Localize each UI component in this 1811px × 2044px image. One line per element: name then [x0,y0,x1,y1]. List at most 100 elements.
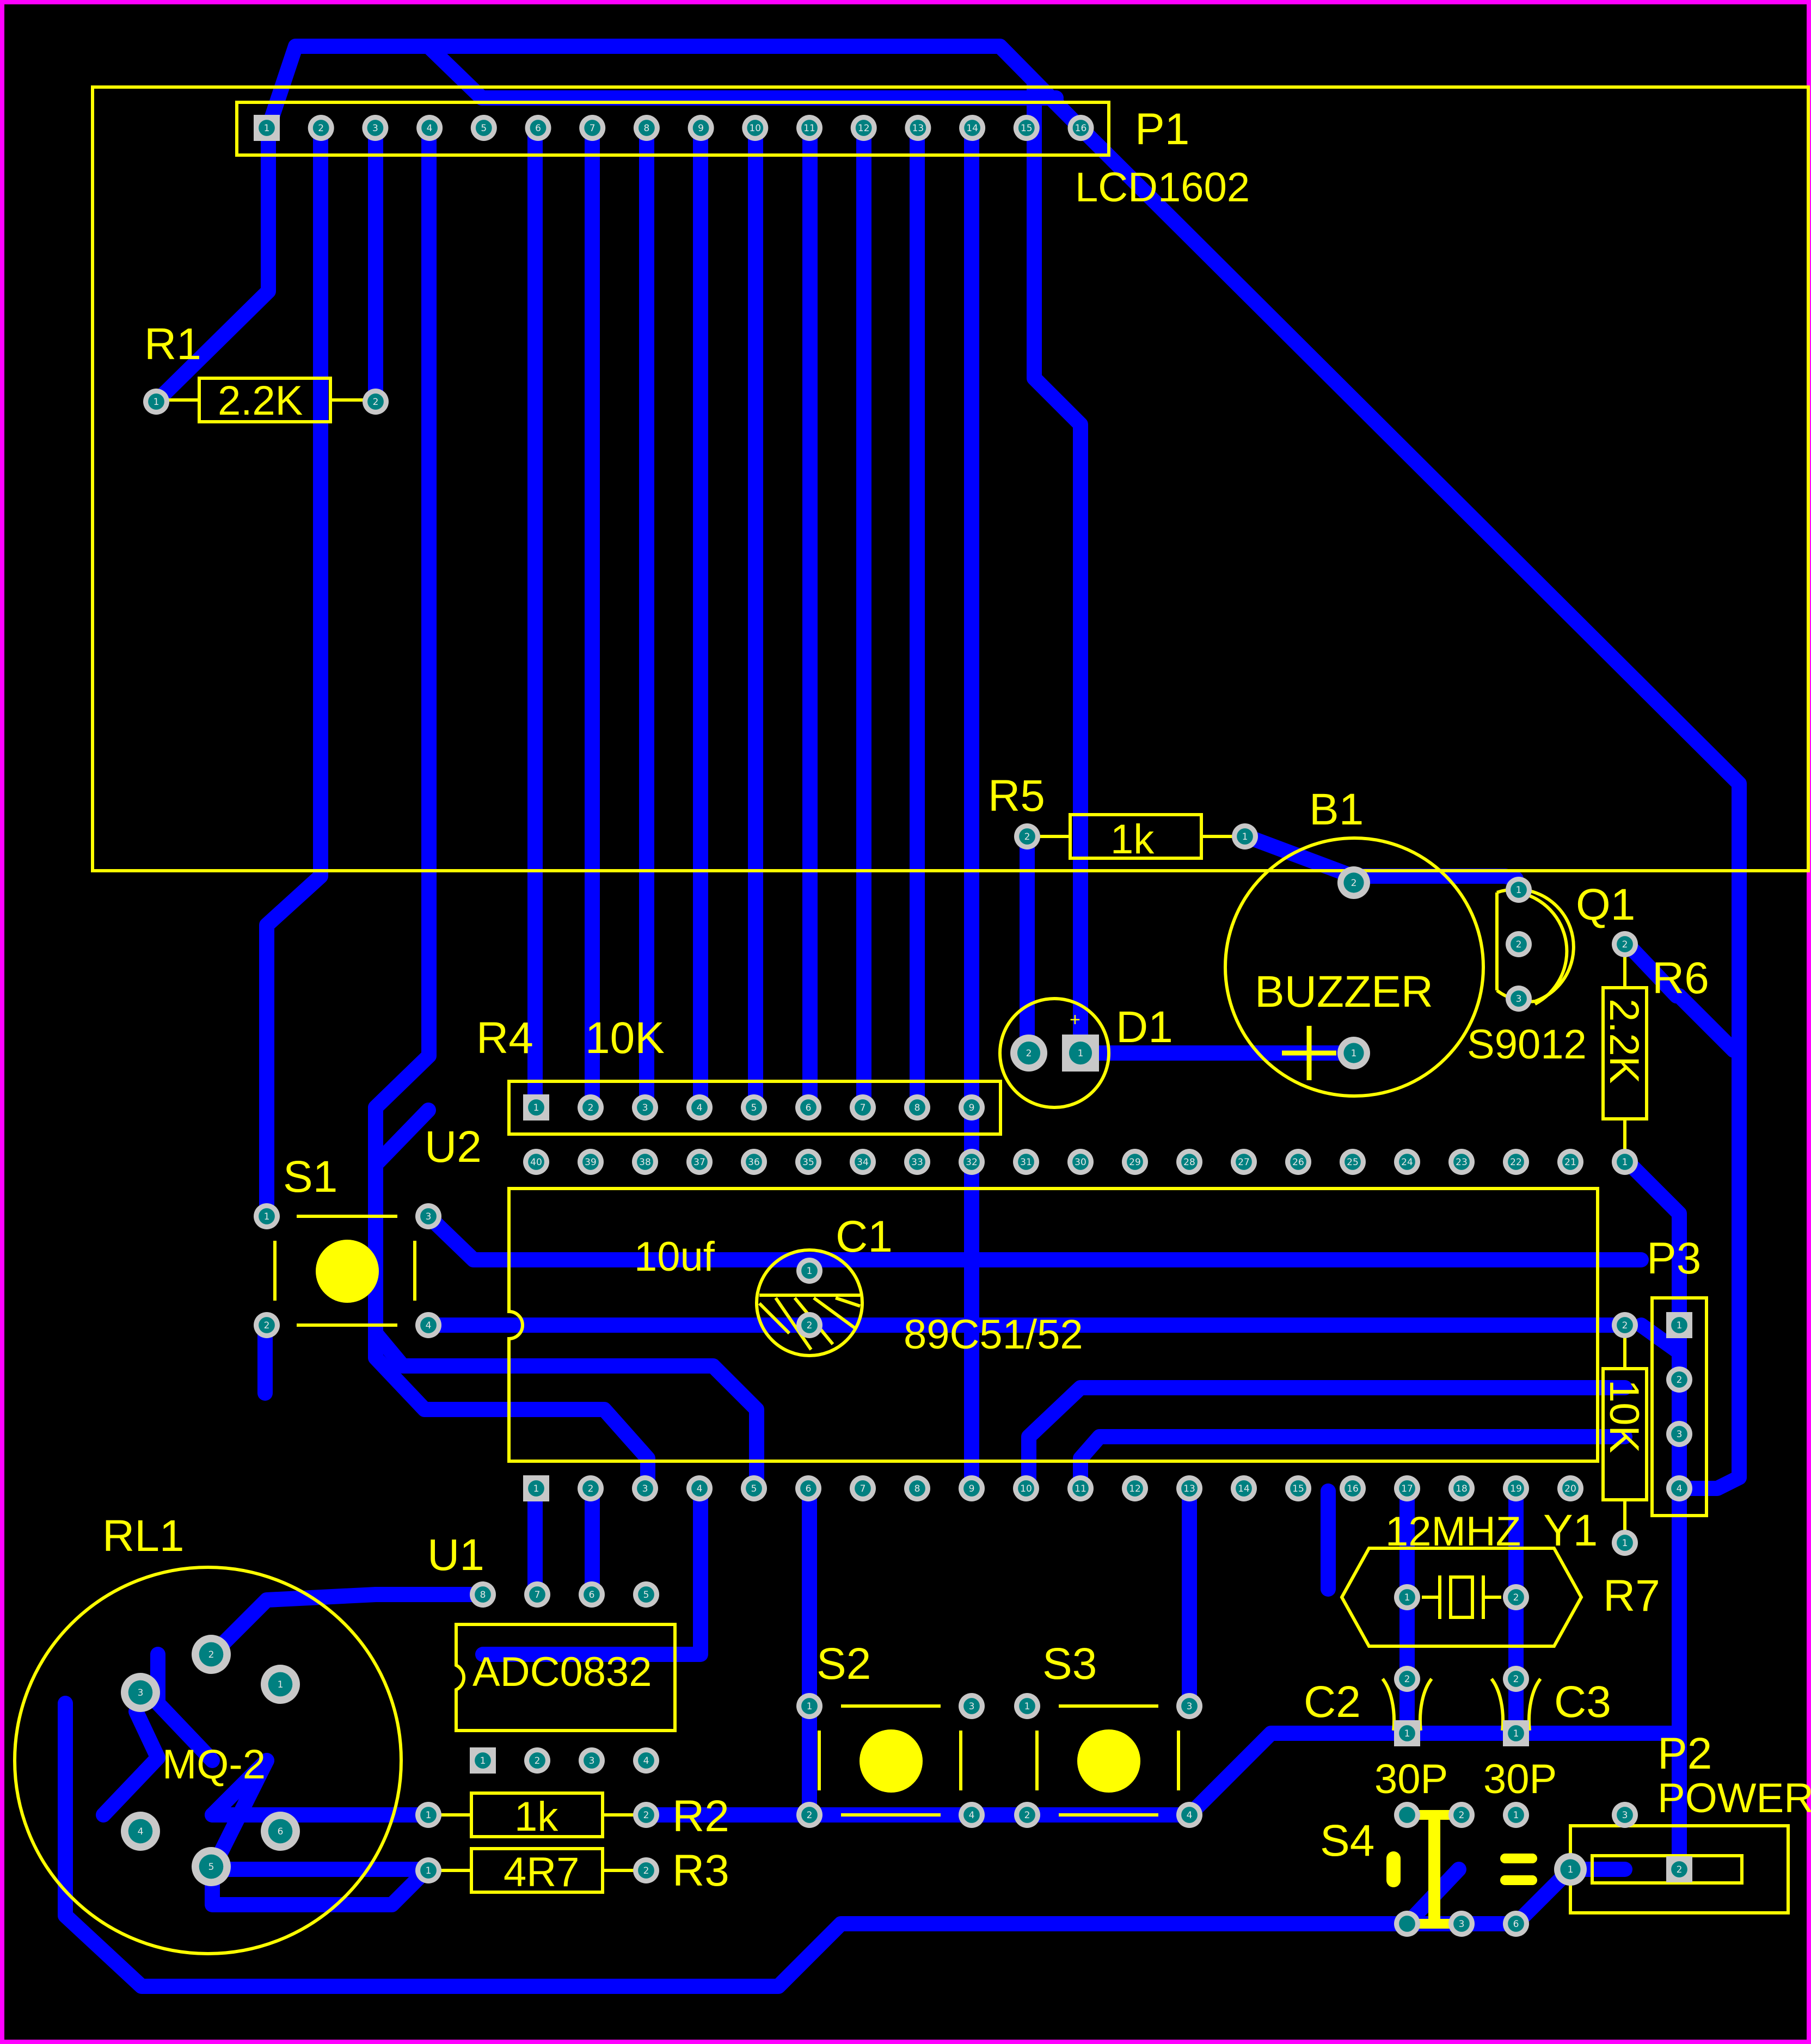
pad-s4- [1394,1911,1420,1937]
pad-r4-5: 5 [741,1094,767,1120]
r1-value-label: 2.2K [218,378,303,424]
svg-text:8: 8 [643,123,649,134]
q1-value-label: S9012 [1467,1021,1587,1068]
svg-text:1: 1 [1513,1810,1519,1821]
svg-text:2: 2 [1677,1375,1683,1386]
svg-text:2: 2 [535,1756,541,1766]
svg-text:2: 2 [1024,1810,1030,1821]
p3-header-outline [1650,1296,1708,1517]
p1-header-outline [235,101,1110,157]
c1-value-label: 10uf [634,1234,715,1280]
svg-text:6: 6 [589,1590,595,1600]
pad-s2-4: 4 [959,1802,985,1828]
pad-s1-3: 3 [415,1203,441,1229]
pad-u2t-29: 29 [1122,1149,1148,1175]
pad-u2t-32: 32 [959,1149,985,1175]
r2-ref-label: R2 [672,1791,729,1841]
pad-y1-1: 1 [1394,1584,1420,1610]
svg-text:1: 1 [264,123,270,134]
rl1-value-label: MQ-2 [162,1741,266,1788]
svg-text:26: 26 [1292,1157,1304,1168]
pad-r6-1: 1 [1612,1149,1638,1175]
svg-text:13: 13 [1183,1483,1195,1494]
pad-u2b-16: 16 [1340,1475,1366,1501]
pad-r4-2: 2 [578,1094,604,1120]
svg-text:10: 10 [1020,1483,1032,1494]
svg-text:1: 1 [1242,832,1248,842]
p2-value-label: POWER [1657,1775,1811,1821]
pad-c1-2: 2 [796,1312,822,1338]
svg-text:15: 15 [1292,1483,1304,1494]
pad-r5-1: 1 [1232,823,1258,849]
pad-s4-6: 6 [1503,1911,1529,1937]
svg-text:2: 2 [1351,878,1357,889]
c2-value-label: 30P [1374,1756,1448,1802]
pad-p1-16: 16 [1067,115,1094,141]
pad-p1-2: 2 [308,115,334,141]
svg-text:2: 2 [208,1649,214,1660]
pad-u1t-6: 6 [579,1581,605,1608]
svg-text:24: 24 [1401,1157,1413,1168]
pad-u2b-17: 17 [1394,1475,1420,1501]
pad-r4-4: 4 [686,1094,713,1120]
svg-text:1: 1 [1622,1157,1628,1168]
svg-text:33: 33 [911,1157,923,1168]
pad-p1-5: 5 [470,115,497,141]
svg-text:3: 3 [589,1756,595,1766]
pad-u2t-33: 33 [904,1149,930,1175]
svg-text:1: 1 [807,1266,813,1277]
svg-text:2: 2 [1677,1864,1683,1875]
svg-text:5: 5 [751,1103,757,1113]
pad-s2-1: 1 [796,1693,822,1719]
pad-u1t-5: 5 [633,1581,659,1608]
pad-s1-4: 4 [415,1312,441,1338]
svg-text:3: 3 [1677,1429,1683,1440]
svg-text:4: 4 [426,1320,432,1331]
svg-text:6: 6 [806,1103,812,1113]
pad-u2t-35: 35 [795,1149,821,1175]
svg-text:36: 36 [748,1157,760,1168]
svg-text:28: 28 [1183,1157,1195,1168]
pad-b1-1: 1 [1337,1037,1370,1069]
pad-p1-7: 7 [579,115,606,141]
pad-r6-2: 2 [1612,931,1638,957]
pad-u1b-2: 2 [524,1747,550,1774]
r3-ref-label: R3 [672,1846,729,1895]
svg-text:5: 5 [208,1862,214,1873]
pad-rl1-6: 6 [261,1812,300,1851]
svg-text:1: 1 [1513,1728,1519,1739]
svg-text:1: 1 [533,1103,539,1113]
r3-value-label: 4R7 [504,1849,579,1895]
pad-s4-3: 3 [1448,1911,1475,1937]
pad-u2t-37: 37 [686,1149,713,1175]
svg-text:2: 2 [1513,1674,1519,1685]
p1-value-label: LCD1602 [1075,164,1250,211]
pad-p1-14: 14 [959,115,986,141]
pad-c1-1: 1 [796,1258,822,1284]
svg-text:1: 1 [1078,1048,1084,1059]
svg-text:3: 3 [372,123,378,134]
svg-text:2: 2 [373,397,379,408]
pad-s2-3: 3 [959,1693,985,1719]
p1-ref-label: P1 [1135,104,1189,154]
pad-s3-1: 1 [1014,1693,1040,1719]
pad-u2t-39: 39 [578,1149,604,1175]
svg-text:4: 4 [138,1826,144,1837]
pad-u2t-31: 31 [1013,1149,1039,1175]
s3-ref-label: S3 [1042,1639,1097,1689]
svg-text:9: 9 [969,1103,975,1113]
svg-text:2: 2 [1404,1674,1410,1685]
u1-value-label: ADC0832 [472,1649,652,1695]
pad-p3-2: 2 [1666,1366,1692,1393]
svg-text:19: 19 [1510,1483,1522,1494]
pad-p1-10: 10 [742,115,769,141]
lcd-module-outline [91,85,1810,872]
r6-value-label: 2.2K [1601,999,1647,1083]
pad-r4-1: 1 [523,1094,549,1120]
svg-text:4: 4 [643,1756,649,1766]
pad-u2b-10: 10 [1013,1475,1039,1501]
rl1-outline [13,1566,403,1955]
pad-r4-6: 6 [795,1094,821,1120]
svg-text:1: 1 [426,1810,432,1821]
